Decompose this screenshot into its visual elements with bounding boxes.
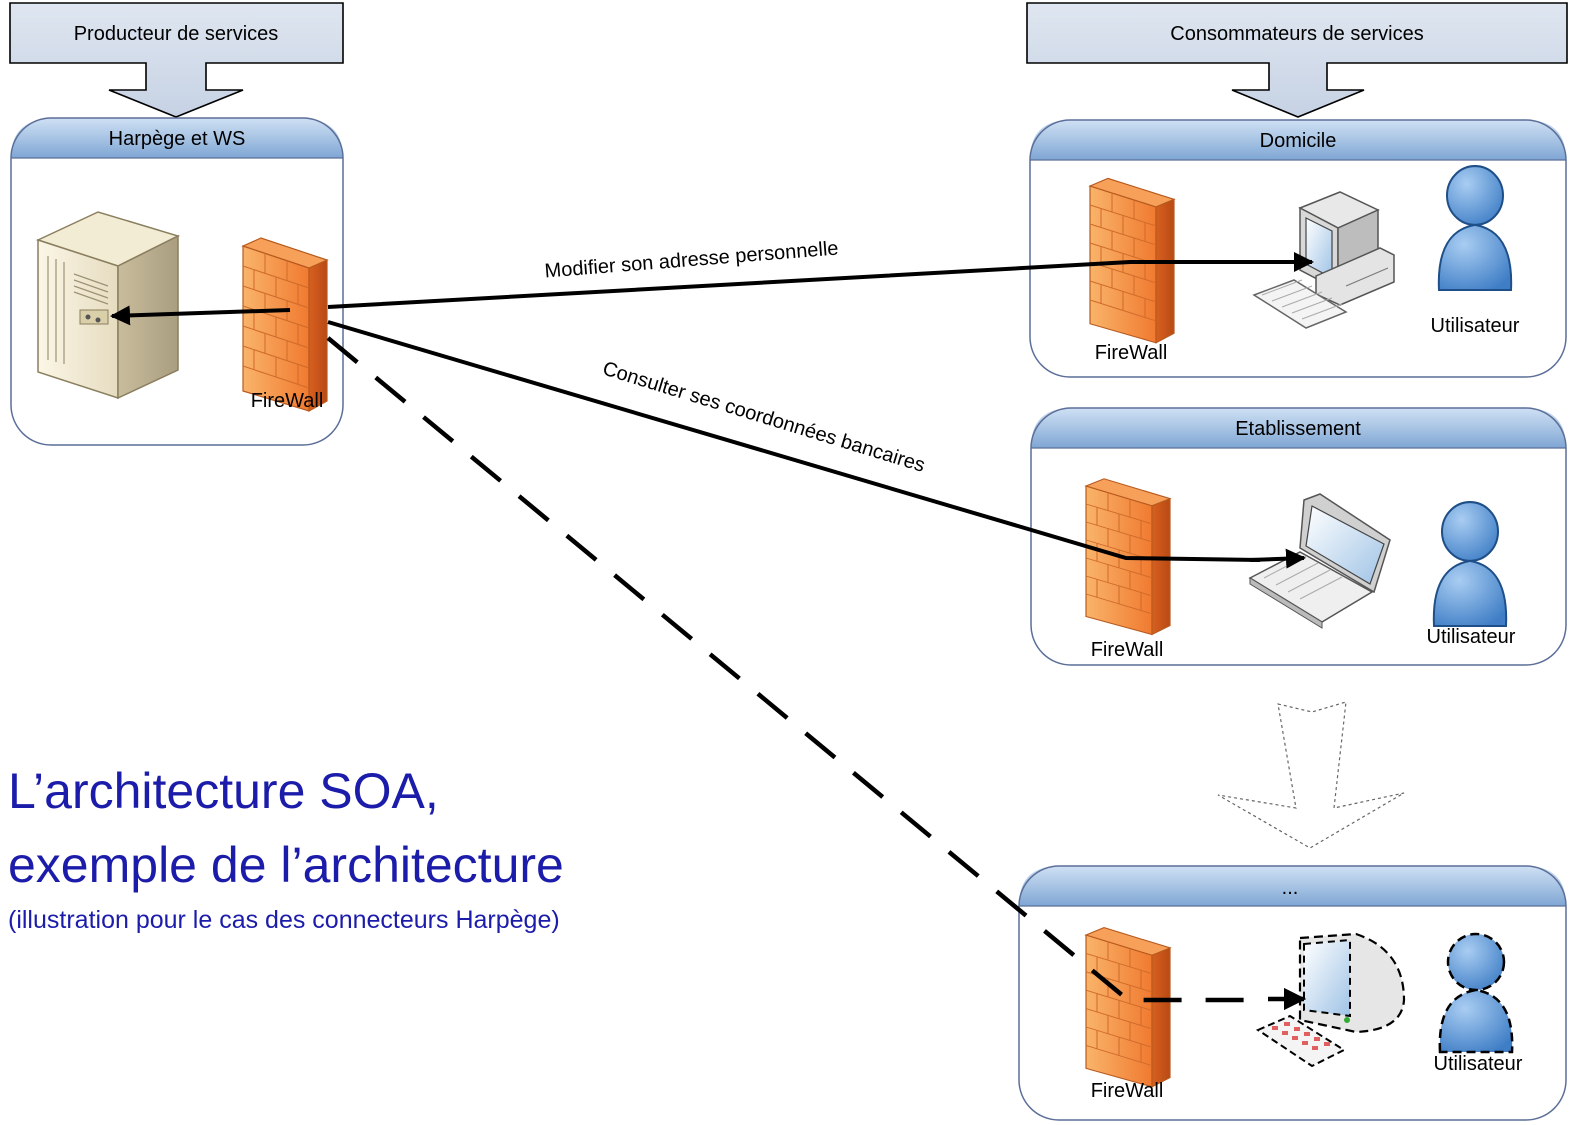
other-firewall-icon (1085, 927, 1171, 1088)
domicile-user-label: Utilisateur (1431, 315, 1520, 337)
other-user-icon (1438, 932, 1514, 1054)
producer-box-title: Harpège et WS (109, 128, 246, 150)
producer-box: Harpège et WS FireWall (10, 117, 344, 446)
laptop-icon (1248, 493, 1391, 629)
connection-view-bank (327, 320, 1261, 562)
other-user-label: Utilisateur (1434, 1053, 1523, 1075)
arrow-to-server (110, 305, 291, 326)
consumer-box-title: Etablissement (1235, 418, 1361, 440)
slide-title-line2: exemple de l’architecture (8, 837, 564, 893)
consumer-box-title: ... (1282, 877, 1299, 899)
producer-firewall-label: FireWall (251, 390, 324, 412)
etablissement-user-icon (1432, 501, 1508, 628)
consumer-banner: Consommateurs de services (1026, 2, 1568, 118)
dotted-down-arrow (1217, 701, 1405, 849)
slide-title-line1: L’architecture SOA, (8, 763, 439, 819)
crt-monitor-icon (1298, 932, 1406, 1034)
producer-banner-label: Producteur de services (74, 23, 279, 45)
etablissement-firewall-label: FireWall (1091, 639, 1164, 661)
consumer-box-other: ... FireWall (1018, 865, 1567, 1121)
arrow-to-laptop (1249, 548, 1306, 569)
other-firewall-label: FireWall (1091, 1080, 1164, 1102)
server-icon (35, 211, 181, 400)
connection-modify-address (327, 260, 1306, 309)
consumer-box-domicile: Domicile FireWall Utilisateur (1029, 119, 1567, 378)
consumer-box-title: Domicile (1260, 130, 1337, 152)
desktop-computer-icon (1298, 191, 1395, 306)
consumer-banner-label: Consommateurs de services (1170, 23, 1423, 45)
domicile-firewall-label: FireWall (1095, 342, 1168, 364)
label-modify-address: Modifier son adresse personnelle (544, 237, 839, 282)
etablissement-user-label: Utilisateur (1427, 626, 1516, 648)
slide-subtitle: (illustration pour le cas des connecteur… (8, 906, 560, 934)
producer-firewall-icon (242, 237, 328, 412)
producer-banner: Producteur de services (9, 2, 344, 118)
consumer-box-etablissement: Etablissement FireWall Utilisateur (1030, 407, 1567, 666)
domicile-user-icon (1437, 165, 1513, 292)
red-keyboard-icon (1255, 1014, 1347, 1068)
connection-dashed-future (326, 336, 1255, 1003)
